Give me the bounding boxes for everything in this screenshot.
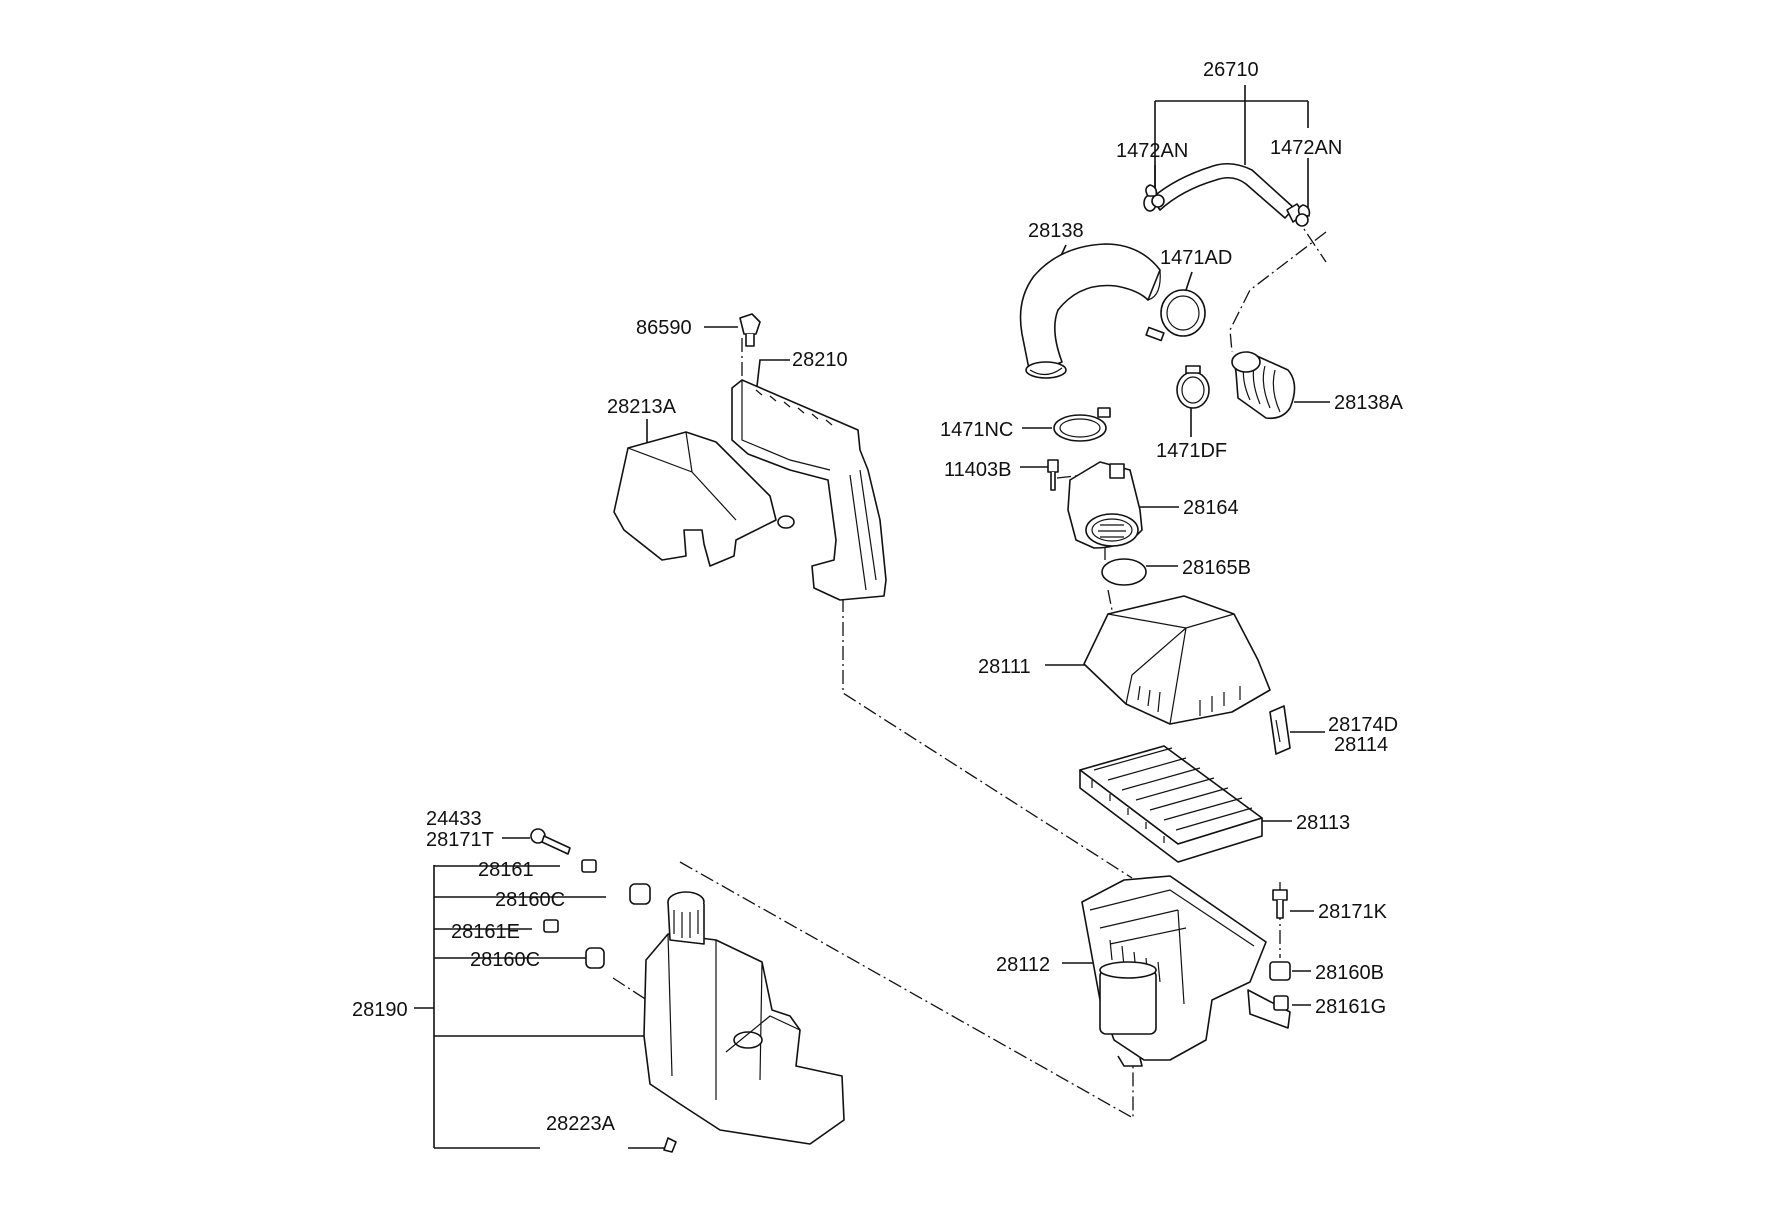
bolt-28171t-drawing: [530, 828, 571, 855]
label-28111: 28111: [978, 656, 1031, 678]
label-24433: 24433: [426, 808, 482, 830]
label-28161: 28161: [478, 859, 534, 881]
air-flow-sensor-drawing: [1067, 461, 1143, 549]
air-cleaner-cover-drawing: [1083, 595, 1271, 725]
label-28174d: 28174D: [1328, 714, 1398, 736]
label-86590: 86590: [636, 317, 692, 339]
label-28160c-bottom: 28160C: [470, 949, 540, 971]
label-28210: 28210: [792, 349, 848, 371]
label-28161g: 28161G: [1315, 996, 1386, 1018]
leader-lines: [414, 85, 1330, 1149]
grommet-28160c-bottom-drawing: [585, 947, 605, 969]
label-1471ad: 1471AD: [1160, 247, 1232, 269]
resonator-drawing: [643, 891, 845, 1153]
hose-clamp-1471ad-drawing: [1145, 289, 1206, 342]
collar-28161-drawing: [581, 859, 597, 873]
label-28160b: 28160B: [1315, 962, 1384, 984]
label-28165b: 28165B: [1182, 557, 1251, 579]
label-28112: 28112: [996, 954, 1050, 976]
duct-cover-drawing: [613, 431, 795, 567]
collar-28161e-drawing: [543, 919, 559, 933]
screw-11403b-drawing: [1047, 459, 1059, 491]
air-filter-drawing: [1079, 745, 1263, 863]
label-1472an-right: 1472AN: [1270, 137, 1342, 159]
intake-hose-drawing: [1019, 243, 1161, 379]
gasket-drawing: [1101, 558, 1147, 586]
label-28223a: 28223A: [546, 1113, 616, 1135]
grommet-28160c-top-drawing: [629, 883, 651, 905]
label-1471nc: 1471NC: [940, 419, 1013, 441]
label-28138a: 28138A: [1334, 392, 1404, 414]
hose-clip-left-drawing: [1145, 184, 1165, 208]
bolt-86590-drawing: [739, 313, 761, 347]
label-28138: 28138: [1028, 220, 1084, 242]
hose-clip-right-drawing: [1295, 204, 1311, 227]
grommet-28160b-drawing: [1269, 961, 1291, 981]
bolt-28171k-drawing: [1272, 889, 1288, 919]
part-labels: 26710 1472AN 1472AN 28138 1471AD 86590 2…: [352, 59, 1404, 1135]
collar-28161g-drawing: [1273, 995, 1289, 1011]
label-11403b: 11403B: [944, 459, 1011, 481]
label-28190: 28190: [352, 999, 408, 1021]
label-28171k: 28171K: [1318, 901, 1388, 923]
label-1471df: 1471DF: [1156, 440, 1227, 462]
breather-hose-drawing: [1143, 162, 1305, 223]
clip-28174d-drawing: [1269, 705, 1291, 755]
label-28161e: 28161E: [451, 921, 520, 943]
label-28164: 28164: [1183, 497, 1239, 519]
bellows-hose-drawing: [1231, 351, 1296, 420]
label-28213a: 28213A: [607, 396, 677, 418]
label-28114: 28114: [1334, 734, 1388, 756]
label-1472an-left: 1472AN: [1116, 140, 1188, 162]
label-26710: 26710: [1203, 59, 1259, 81]
hose-clamp-1471nc-drawing: [1053, 407, 1111, 442]
intake-duct-drawing: [731, 379, 887, 601]
air-cleaner-body-drawing: [1081, 875, 1291, 1067]
hose-clamp-1471df-drawing: [1176, 365, 1210, 409]
label-28171t: 28171T: [426, 829, 494, 851]
label-28113: 28113: [1296, 812, 1350, 834]
label-28160c-top: 28160C: [495, 889, 565, 911]
